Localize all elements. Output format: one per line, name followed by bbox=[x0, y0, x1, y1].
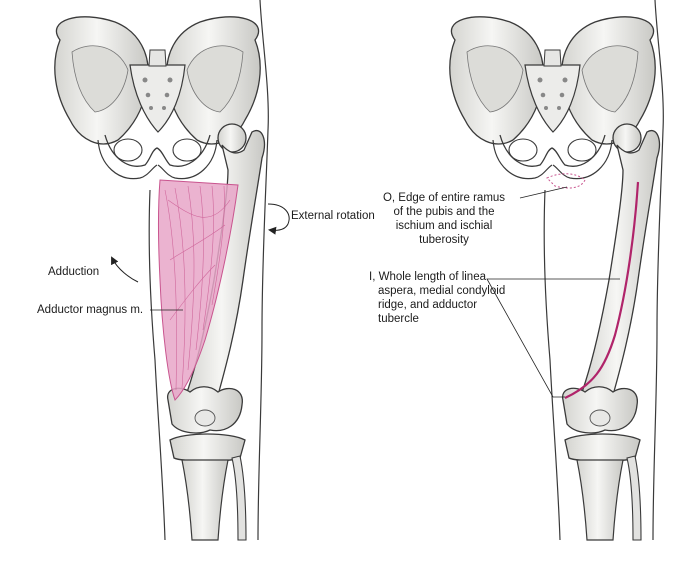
left-illustration bbox=[54, 0, 290, 541]
origin-leader-line bbox=[519, 186, 568, 199]
label-origin: O, Edge of entire ramus of the pubis and… bbox=[382, 192, 506, 246]
femur-right bbox=[561, 123, 661, 541]
adduction-arrow bbox=[111, 256, 139, 283]
label-adduction: Adduction bbox=[48, 266, 100, 278]
label-external-rotation: External rotation bbox=[291, 210, 375, 222]
insertion-leader-line bbox=[486, 278, 620, 398]
body-outline-left bbox=[257, 0, 269, 541]
right-illustration bbox=[449, 0, 664, 541]
adductor-magnus-muscle bbox=[158, 179, 239, 401]
insertion-line bbox=[564, 181, 640, 399]
label-insertion: I, Whole length of linea aspera, medial … bbox=[369, 271, 506, 325]
external-rotation-arrow bbox=[267, 203, 290, 235]
label-adductor-magnus: Adductor magnus m. bbox=[37, 304, 144, 316]
